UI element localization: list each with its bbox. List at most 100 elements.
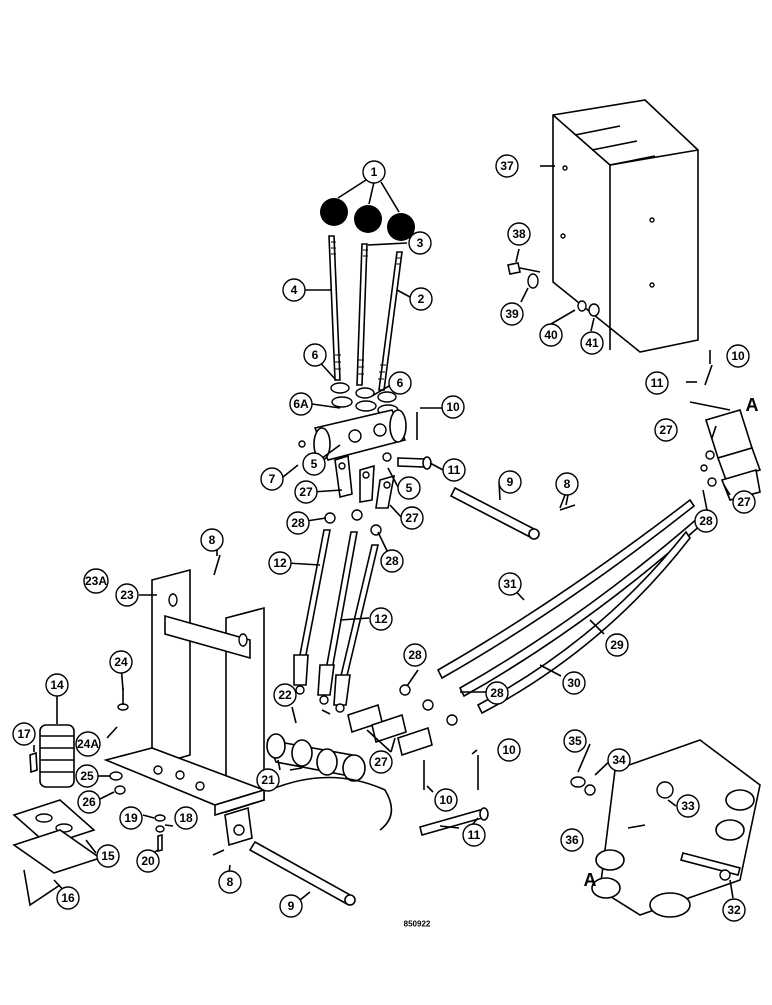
- callout-7: 7: [260, 467, 284, 491]
- lever-rod-right: [378, 251, 403, 391]
- svg-text:7: 7: [269, 472, 276, 486]
- callout-29: 29: [605, 633, 629, 657]
- svg-text:11: 11: [468, 828, 481, 842]
- svg-text:10: 10: [731, 349, 745, 363]
- knobs: [320, 198, 415, 241]
- callout-11b: 11: [645, 371, 669, 395]
- svg-text:31: 31: [503, 577, 517, 591]
- svg-text:28: 28: [385, 554, 399, 568]
- small-hardware: [29, 554, 331, 853]
- svg-text:28: 28: [291, 516, 305, 530]
- svg-text:28: 28: [490, 686, 504, 700]
- svg-text:35: 35: [568, 734, 582, 748]
- svg-text:12: 12: [374, 612, 388, 626]
- callout-9b: 9: [279, 894, 303, 918]
- lever-rod-middle: [356, 243, 368, 386]
- nuts-washers-upper: [330, 382, 399, 416]
- boot-14: [39, 724, 75, 788]
- knob-left: [320, 198, 348, 226]
- callout-6a: 6: [303, 343, 327, 367]
- svg-text:23A: 23A: [85, 574, 107, 588]
- svg-text:37: 37: [500, 159, 514, 173]
- lever-rods: [328, 235, 403, 391]
- svg-text:10: 10: [446, 400, 460, 414]
- callout-28b: 28: [380, 549, 404, 573]
- callout-24A: 24A: [75, 731, 101, 757]
- svg-text:34: 34: [612, 753, 626, 767]
- callout-23: 23: [115, 583, 139, 607]
- svg-text:9: 9: [507, 475, 514, 489]
- callout-20: 20: [136, 849, 160, 873]
- svg-text:8: 8: [209, 533, 216, 547]
- callout-11a: 11: [442, 458, 466, 482]
- callout-9a: 9: [498, 470, 522, 494]
- callout-28a: 28: [286, 511, 310, 535]
- callout-32: 32: [722, 898, 746, 922]
- callout-10b: 10: [726, 344, 750, 368]
- callout-27d: 27: [732, 490, 756, 514]
- svg-text:10: 10: [502, 743, 516, 757]
- svg-text:11: 11: [651, 376, 664, 390]
- callout-21: 21: [256, 768, 280, 792]
- knob-middle: [354, 205, 382, 233]
- yoke-A: [689, 364, 762, 501]
- callout-30: 30: [562, 671, 586, 695]
- svg-text:38: 38: [512, 227, 526, 241]
- callout-12a: 12: [268, 551, 292, 575]
- svg-text:3: 3: [417, 236, 424, 250]
- ref-letter-A-yoke: A: [746, 395, 759, 415]
- callout-26: 26: [77, 790, 101, 814]
- svg-text:12: 12: [273, 556, 287, 570]
- svg-text:1: 1: [371, 165, 378, 179]
- callout-27c: 27: [654, 418, 678, 442]
- callout-8c: 8: [218, 870, 242, 894]
- cover-box: [552, 99, 699, 353]
- callout-22: 22: [273, 683, 297, 707]
- callout-25: 25: [75, 764, 99, 788]
- callout-12b: 12: [369, 607, 393, 631]
- callout-33: 33: [676, 794, 700, 818]
- control-rods-12: [293, 529, 380, 713]
- svg-text:11: 11: [448, 463, 461, 477]
- svg-text:14: 14: [50, 678, 64, 692]
- svg-text:5: 5: [406, 481, 413, 495]
- svg-text:21: 21: [261, 773, 275, 787]
- svg-text:15: 15: [101, 849, 115, 863]
- callout-3: 3: [408, 231, 432, 255]
- callout-17: 17: [12, 722, 36, 746]
- callout-5b: 5: [397, 476, 421, 500]
- lower-pins: [419, 755, 489, 836]
- callout-4: 4: [282, 278, 306, 302]
- callout-35: 35: [563, 729, 587, 753]
- svg-text:6: 6: [397, 376, 404, 390]
- callout-38: 38: [507, 222, 531, 246]
- pivot-block-lower: [266, 733, 393, 831]
- callout-8a: 8: [555, 472, 579, 496]
- svg-text:39: 39: [505, 307, 519, 321]
- svg-text:33: 33: [681, 799, 695, 813]
- svg-text:27: 27: [405, 511, 419, 525]
- callout-28e: 28: [485, 681, 509, 705]
- clevises-upper: [324, 454, 396, 536]
- svg-text:40: 40: [544, 328, 558, 342]
- svg-text:41: 41: [585, 336, 599, 350]
- svg-text:36: 36: [565, 833, 579, 847]
- cover-hardware: [507, 262, 600, 317]
- callout-6A: 6A: [289, 392, 313, 416]
- svg-text:22: 22: [278, 688, 292, 702]
- callout-27a: 27: [294, 480, 318, 504]
- svg-text:24A: 24A: [77, 737, 99, 751]
- svg-text:6A: 6A: [293, 397, 309, 411]
- callout-11-lower-left: [463, 824, 485, 846]
- callout-34: 34: [607, 748, 631, 772]
- lower-pin-9: [212, 840, 356, 906]
- svg-text:24: 24: [114, 655, 128, 669]
- svg-text:2: 2: [418, 292, 425, 306]
- callout-37: 37: [495, 154, 519, 178]
- callouts: 1 2 3 4 5 5 6 6 6A 7 8 8 8 9 9 10 10 10 …: [12, 154, 756, 922]
- svg-text:30: 30: [567, 676, 581, 690]
- callout-19: 19: [119, 806, 143, 830]
- callout-27b: 27: [400, 506, 424, 530]
- valve-A: [570, 739, 761, 918]
